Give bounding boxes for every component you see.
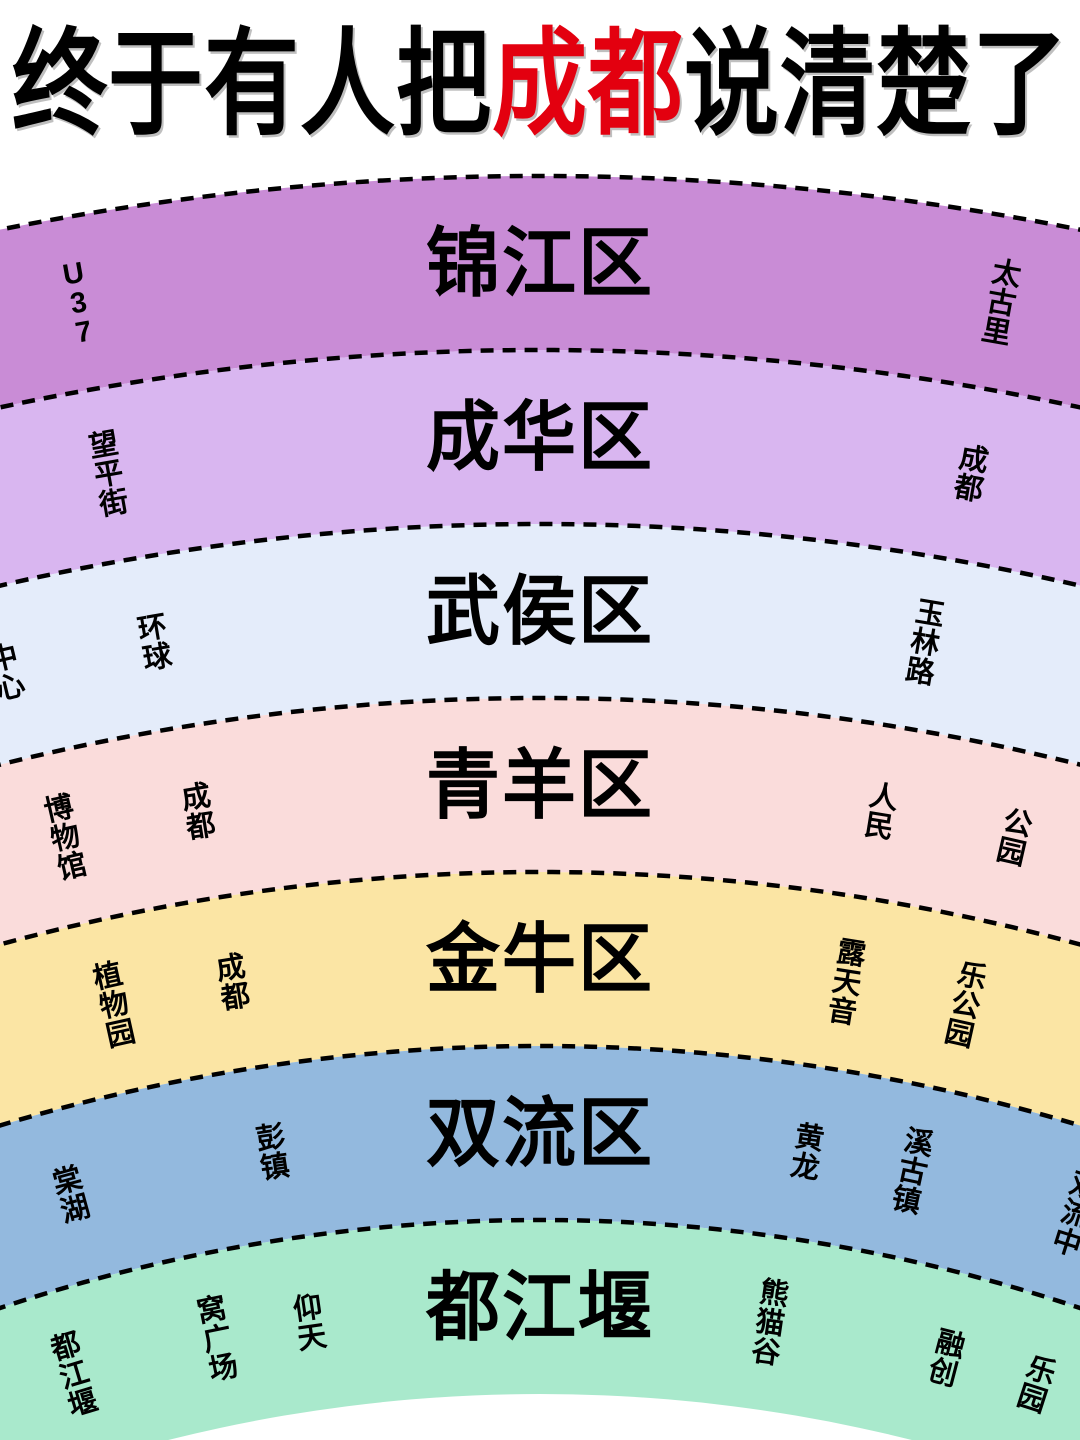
poi-char: 谷 <box>749 1334 783 1371</box>
poi-label: 公园 <box>993 805 1035 871</box>
poi-char: 民 <box>862 809 896 845</box>
poi-char: 博 <box>41 790 77 829</box>
poi-char: 场 <box>206 1349 241 1387</box>
poi-char: 园 <box>942 1016 977 1054</box>
label-layer: 锦江区U37创意仓库塔子山公园春熙路太古里大慈寺安顺廊桥国金中心成华区望平街昭觉… <box>0 220 1080 1423</box>
poi-char: 窝 <box>194 1290 229 1329</box>
poi-char: 天 <box>830 965 864 1001</box>
poi-char: 物 <box>48 819 84 858</box>
poi-char: 环 <box>135 611 169 647</box>
poi-char: 黄 <box>793 1119 827 1156</box>
band-6 <box>0 1046 1080 1309</box>
poi-char: 3 <box>68 286 89 320</box>
poi-char: 成 <box>179 779 213 816</box>
poi-char: 中 <box>0 639 21 678</box>
poi-label: 仰天 <box>291 1290 329 1356</box>
poi-char: 成 <box>214 949 248 986</box>
band-1 <box>0 175 1080 408</box>
band-separator <box>0 695 1080 768</box>
poi-char: 熊 <box>758 1274 792 1312</box>
poi-char: 仰 <box>291 1290 324 1327</box>
poi-char: 猫 <box>753 1305 786 1342</box>
poi-label: 中心 <box>0 639 28 707</box>
poi-char: 里 <box>979 314 1013 351</box>
poi-label: 望平街 <box>86 426 131 523</box>
district-name: 武侯区 <box>426 568 654 653</box>
poi-char: 太 <box>989 255 1024 293</box>
district-name: 双流区 <box>426 1090 654 1175</box>
band-5 <box>0 872 1080 1126</box>
poi-char: 天 <box>295 1320 328 1356</box>
poi-char: 广 <box>200 1320 235 1358</box>
poi-label: 熊猫谷 <box>749 1274 792 1371</box>
band-3 <box>0 524 1080 765</box>
poi-char: 7 <box>73 315 94 349</box>
poi-label: 成都 <box>179 779 218 846</box>
poi-char: 望 <box>86 426 120 464</box>
poi-char: 园 <box>103 1016 138 1054</box>
poi-char: 龙 <box>788 1149 822 1186</box>
poi-char: 公 <box>1000 805 1035 843</box>
district-name: 成华区 <box>426 394 654 479</box>
poi-char: 古 <box>984 284 1018 322</box>
poi-label: 玉林路 <box>903 596 947 691</box>
band-separator <box>0 1217 1080 1311</box>
band-2 <box>0 350 1080 586</box>
poi-char: 人 <box>867 779 901 816</box>
poi-label: 环球 <box>135 611 175 677</box>
band-separator <box>0 521 1080 588</box>
band-4 <box>0 698 1080 945</box>
district-name: 青羊区 <box>426 742 654 827</box>
poi-char: 林 <box>908 624 942 661</box>
district-name: 都江堰 <box>425 1264 654 1349</box>
poi-char: 玉 <box>913 596 947 632</box>
poi-label: 太古里 <box>979 255 1025 351</box>
poi-label: 露天音 <box>825 936 869 1031</box>
poi-char: 都 <box>951 470 986 508</box>
district-name: 金牛区 <box>425 916 654 1001</box>
poi-char: 古 <box>895 1153 930 1191</box>
poi-char: 植 <box>90 957 125 996</box>
band-layer <box>0 175 1080 1440</box>
poi-char: 平 <box>92 456 126 493</box>
poi-char: 乐 <box>954 957 989 996</box>
poi-char: 球 <box>140 639 175 677</box>
poi-char: 彭 <box>254 1119 288 1156</box>
poi-label: 彭镇 <box>254 1119 292 1185</box>
poi-char: 路 <box>903 653 938 691</box>
poi-label: 黄龙 <box>788 1119 826 1185</box>
poi-label: 成都 <box>214 949 253 1016</box>
poi-label: 窝广场 <box>194 1290 241 1387</box>
poi-char: 音 <box>825 992 859 1030</box>
poi-label: 植物园 <box>90 957 138 1053</box>
separator-layer <box>0 173 1080 1311</box>
poi-label: 成都 <box>951 441 991 508</box>
poi-char: 物 <box>97 986 132 1025</box>
poi-label: 人民 <box>862 779 901 845</box>
poi-char: 镇 <box>258 1149 292 1186</box>
poi-char: 园 <box>993 834 1028 872</box>
poi-char: 都 <box>183 808 218 845</box>
poi-char: 流 <box>1057 1195 1080 1235</box>
poi-char: 成 <box>957 441 991 479</box>
band-7 <box>0 1220 1080 1440</box>
band-separator <box>0 173 1080 233</box>
district-name: 锦江区 <box>426 220 654 305</box>
poi-char: 露 <box>835 936 870 972</box>
poi-label: 乐公园 <box>942 957 990 1053</box>
poi-char: 镇 <box>889 1182 924 1220</box>
poi-char: 街 <box>96 484 131 523</box>
poi-label: 溪古镇 <box>889 1124 938 1220</box>
poi-char: 都 <box>218 979 253 1016</box>
poi-char: 公 <box>948 987 983 1025</box>
